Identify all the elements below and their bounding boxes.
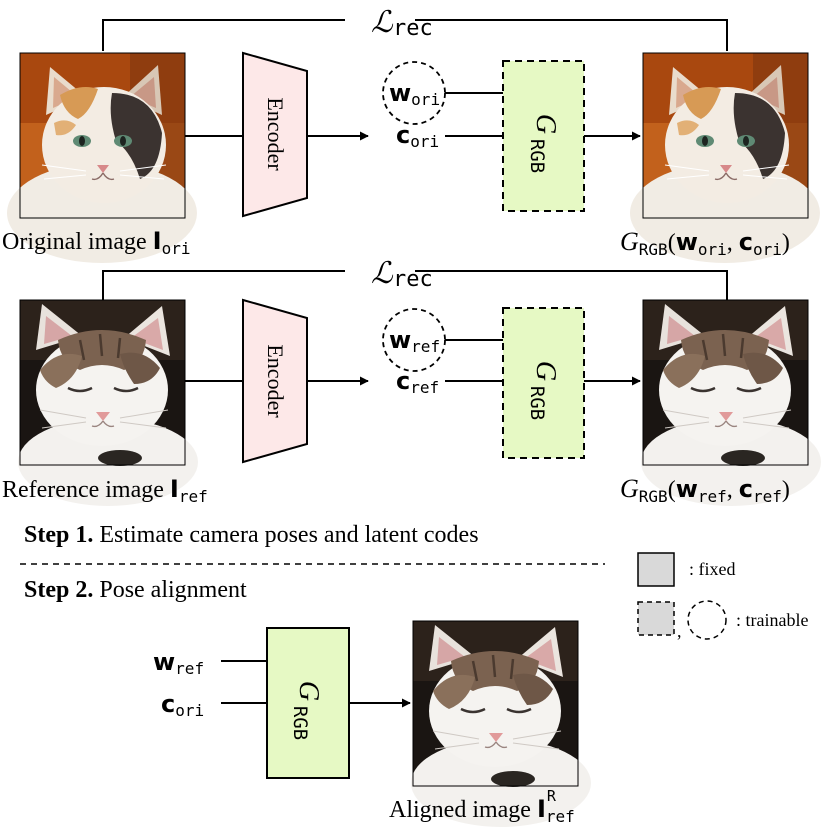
align-c-label: cori [161,690,204,720]
step-2-caption: Step 2.Pose alignment [24,577,247,603]
encoder-block [242,51,308,218]
generator-label: G RGB [526,361,561,420]
svg-text:RGB: RGB [526,139,548,173]
legend: : fixed , : trainable [637,552,808,641]
camera-c-label: cref [396,367,439,397]
legend-fixed-swatch [637,552,675,587]
loss-subscript: rec [393,16,433,41]
input-image-reference [16,298,200,508]
aligned-image [409,619,593,827]
align-w-label: wref [153,648,204,678]
output-label-reference: GRGB(wref,cref) [620,474,790,506]
generator-block-fixed [266,627,350,779]
generator-label: G RGB [526,114,561,173]
svg-text:RGB: RGB [289,706,311,740]
loss-bracket [102,19,728,51]
step-1-caption: Step 1.Estimate camera poses and latent … [24,522,479,548]
loss-bracket [102,270,728,300]
generator-block-trainable [502,307,585,459]
output-image-original [629,52,821,264]
output-label-original: GRGB(wori,cori) [620,227,790,259]
legend-fixed-label: : fixed [689,559,736,579]
camera-c-label: cori [396,121,439,151]
encoder-label: Encoder [263,344,288,418]
legend-comma: , [677,621,682,641]
loss-symbol: ℒ [371,6,394,39]
svg-text:G: G [293,681,324,701]
legend-trainable-swatch-circle [687,600,727,640]
svg-text:G: G [530,361,561,381]
latent-w-label: wori [389,79,440,109]
loss-symbol: ℒ [371,257,394,290]
encoder-label: Encoder [263,97,288,171]
generator-block-trainable [502,60,585,212]
encoder-block [242,298,308,464]
latent-w-label: wref [389,326,440,356]
loss-subscript: rec [393,267,433,292]
generator-label: G RGB [289,681,324,740]
svg-text:RGB: RGB [526,386,548,420]
photo-a-output-image [629,52,821,264]
svg-text:G: G [530,114,561,134]
photo-b-output-image [639,298,823,508]
output-image-reference [639,298,823,508]
legend-trainable-label: : trainable [736,610,808,630]
legend-trainable-swatch-box [637,601,675,636]
